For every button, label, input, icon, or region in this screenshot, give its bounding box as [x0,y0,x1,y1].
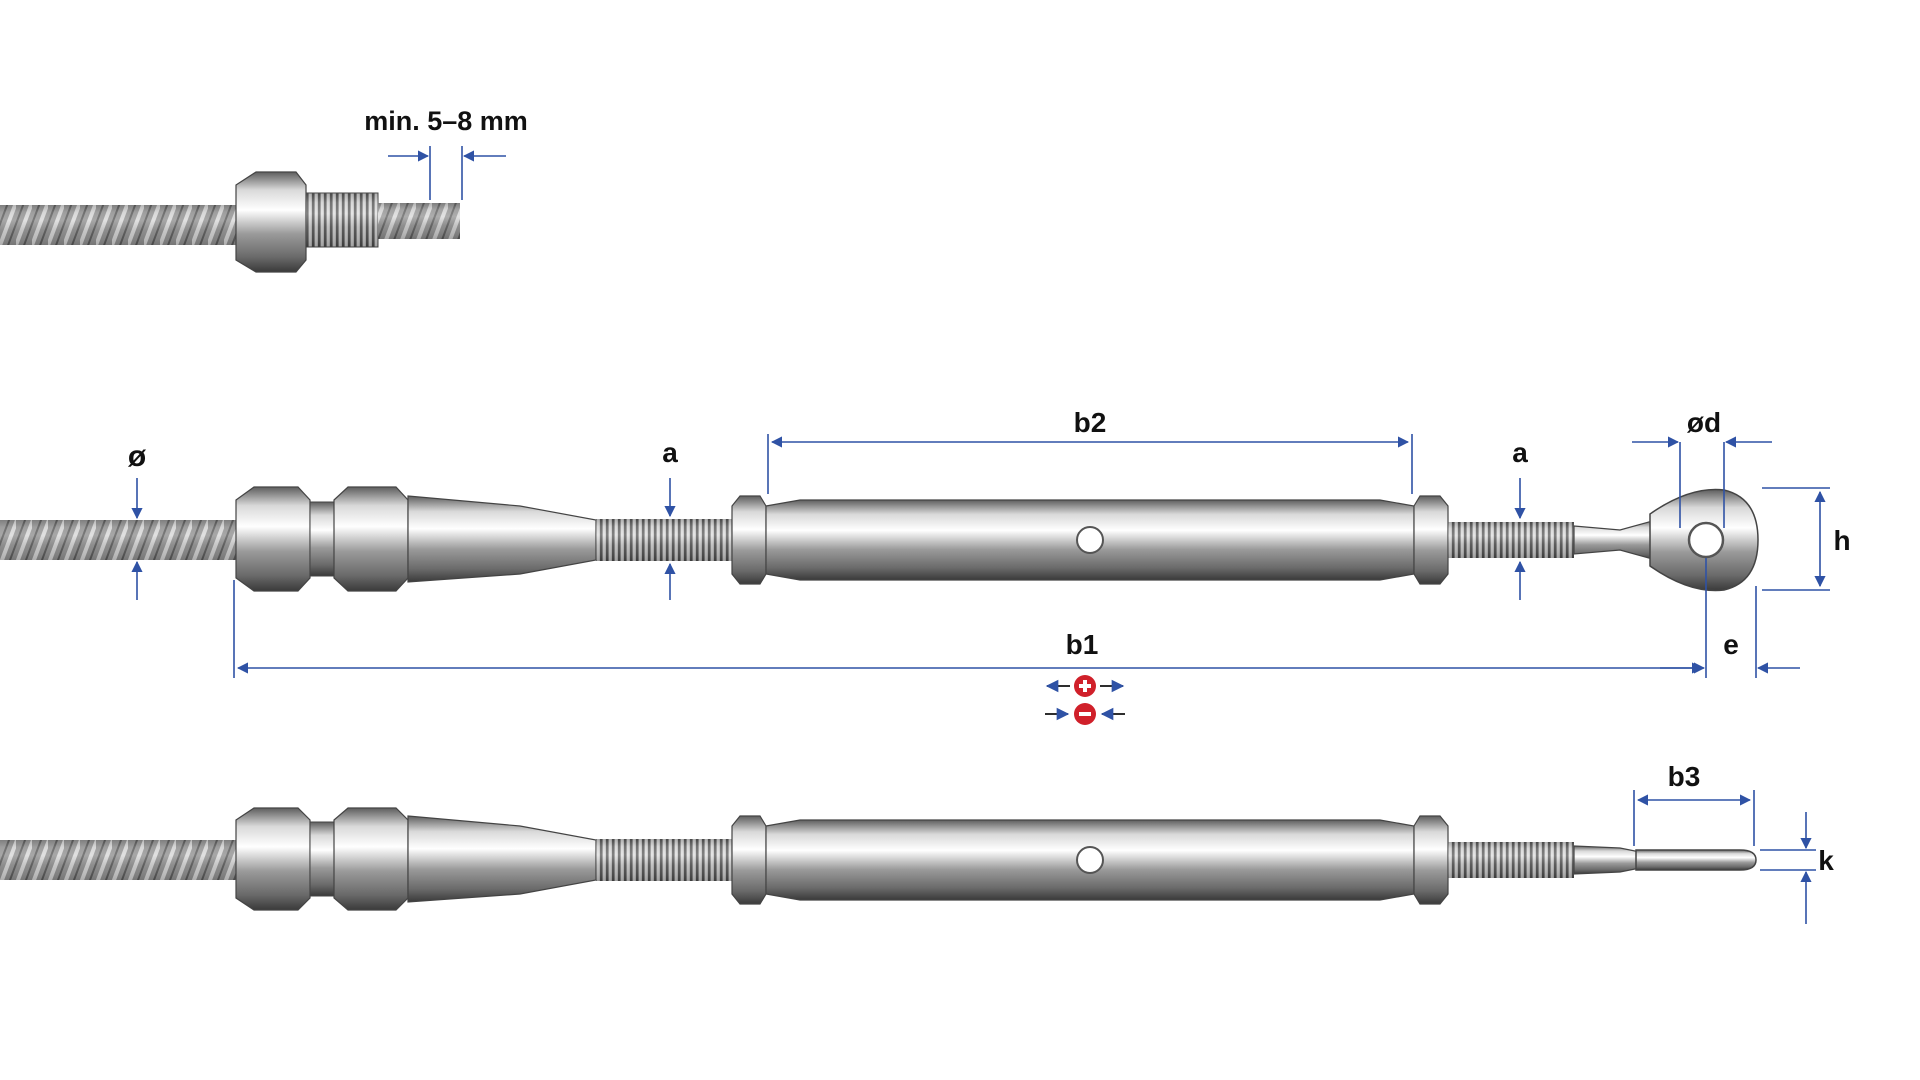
b1-label: b1 [1066,629,1099,660]
eye-hole [1687,521,1725,559]
a-right-label: a [1512,437,1528,468]
a-right-dimension: a [1512,437,1528,600]
b3-label: b3 [1668,761,1701,792]
b2-label: b2 [1074,407,1107,438]
body-hole [1076,846,1104,874]
e-label: e [1723,629,1739,660]
h-label: h [1833,525,1850,556]
plus-circle-icon [1045,675,1125,697]
b2-dimension: b2 [767,407,1413,494]
b1-dimension: b1 [233,558,1707,678]
compression-nut [235,807,311,911]
min-length-label: min. 5–8 mm [364,106,528,136]
turnbuckle-tongue-version [0,807,1757,911]
swage-body-hex [333,807,409,911]
flat-tongue [1635,849,1757,871]
k-label: k [1818,845,1834,876]
h-dimension: h [1762,487,1851,591]
eye-diameter-dimension: ød [1632,407,1772,528]
adjustment-symbols [1045,675,1125,725]
body-hole [1076,526,1104,554]
compression-nut [235,486,311,592]
diameter-dimension: ø [128,440,147,600]
lock-nut-right [1413,495,1449,585]
swage-taper [407,495,597,583]
a-left-dimension: a [662,437,678,600]
k-dimension: k [1760,812,1834,924]
turnbuckle-eye-version [0,486,1759,592]
diameter-label: ø [128,440,147,473]
b3-dimension: b3 [1633,761,1755,846]
eye-shank [1573,519,1657,561]
cable-end-detail [0,171,460,273]
eye-diameter-label: ød [1687,407,1721,438]
minus-circle-icon [1045,703,1125,725]
lock-nut-right [1413,815,1449,905]
compression-nut [235,171,307,273]
swage-body-hex [333,486,409,592]
lock-nut-left [731,495,767,585]
e-dimension: e [1660,586,1800,678]
min-length-dimension: min. 5–8 mm [364,106,528,200]
swage-taper [407,815,597,903]
tongue-shank [1573,845,1641,875]
a-left-label: a [662,437,678,468]
lock-nut-left [731,815,767,905]
